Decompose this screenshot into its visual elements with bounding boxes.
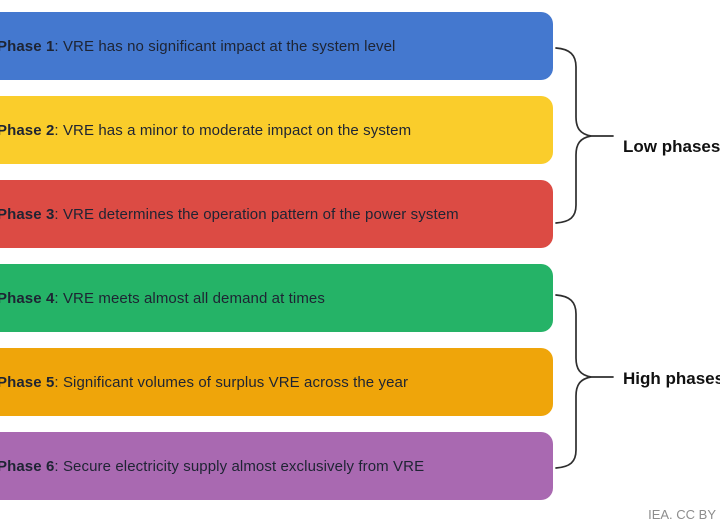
phase-4-description: : VRE meets almost all demand at times [54, 289, 325, 307]
low-phases-brace [555, 47, 592, 224]
phase-6-text: Phase 6: Secure electricity supply almos… [0, 458, 424, 475]
phase-5-text: Phase 5: Significant volumes of surplus … [0, 374, 408, 391]
phase-6-description: : Secure electricity supply almost exclu… [54, 457, 425, 475]
phase-4-text: Phase 4: VRE meets almost all demand at … [0, 290, 325, 307]
phase-3-label: Phase 3 [0, 205, 55, 223]
phase-6-label: Phase 6 [0, 457, 55, 475]
phase-2-label: Phase 2 [0, 121, 55, 139]
phase-3-description: : VRE determines the operation pattern o… [54, 205, 459, 223]
low-phases-label: Low phases [623, 137, 720, 156]
phase-5-label: Phase 5 [0, 373, 55, 391]
phase-1-label: Phase 1 [0, 37, 55, 55]
phase-5-description: : Significant volumes of surplus VRE acr… [54, 373, 409, 391]
high-phases-label: High phases [623, 369, 720, 388]
phase-1-text: Phase 1: VRE has no significant impact a… [0, 38, 396, 55]
phase-3-bar: Phase 3: VRE determines the operation pa… [0, 180, 553, 248]
phase-2-bar: Phase 2: VRE has a minor to moderate imp… [0, 96, 553, 164]
phase-4-label: Phase 4 [0, 289, 55, 307]
phase-5-bar: Phase 5: Significant volumes of surplus … [0, 348, 553, 416]
phase-1-description: : VRE has no significant impact at the s… [54, 37, 396, 55]
phase-1-bar: Phase 1: VRE has no significant impact a… [0, 12, 553, 80]
phase-2-text: Phase 2: VRE has a minor to moderate imp… [0, 122, 411, 139]
credit-text: IEA. CC BY [648, 507, 716, 522]
phase-6-bar: Phase 6: Secure electricity supply almos… [0, 432, 553, 500]
phase-3-text: Phase 3: VRE determines the operation pa… [0, 206, 459, 223]
high-phases-brace [555, 294, 592, 469]
phase-4-bar: Phase 4: VRE meets almost all demand at … [0, 264, 553, 332]
phase-2-description: : VRE has a minor to moderate impact on … [54, 121, 412, 139]
